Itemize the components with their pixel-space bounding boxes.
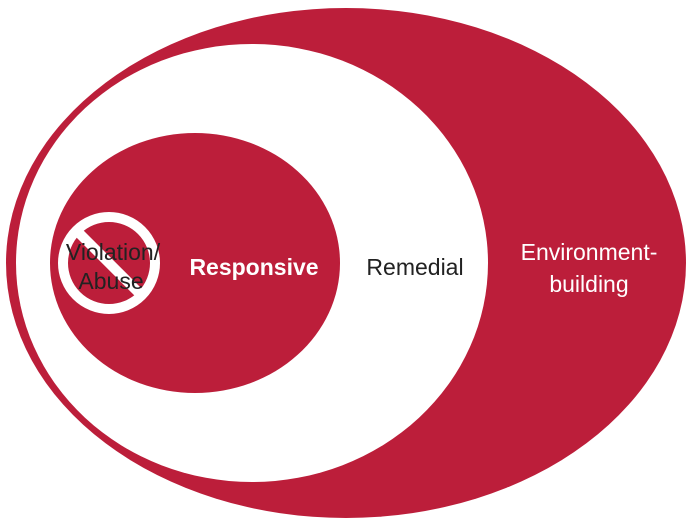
remedial-label: Remedial	[366, 254, 463, 280]
prohibition-icon	[58, 212, 160, 314]
environment-building-label-line1: Environment-	[521, 239, 658, 265]
violation-abuse-label-line1: Violation/	[66, 239, 161, 265]
responsive-label: Responsive	[189, 254, 318, 280]
environment-building-label-line2: building	[549, 271, 628, 297]
violation-abuse-label-line2: Abuse	[78, 268, 143, 294]
responsive-ring	[50, 133, 340, 393]
